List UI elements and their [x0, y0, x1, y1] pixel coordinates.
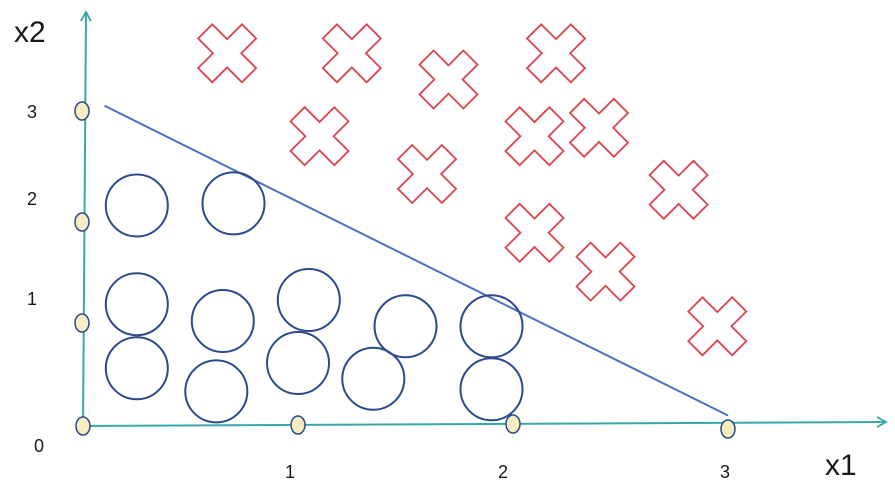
cross-point — [648, 159, 709, 221]
circle-class-group — [104, 171, 524, 424]
tick-marker — [720, 419, 736, 439]
y-axis-title: x2 — [14, 16, 46, 49]
x-tick-label-3: 3 — [720, 462, 730, 482]
circle-point — [104, 272, 169, 337]
cross-class-group — [196, 23, 748, 357]
origin-label: 0 — [34, 436, 44, 456]
x-axis — [79, 416, 888, 428]
circle-point — [341, 346, 406, 411]
cross-point — [196, 23, 258, 84]
tick-marker — [290, 415, 306, 435]
tick-marker — [74, 313, 90, 333]
cross-point — [321, 23, 383, 84]
cross-point — [525, 23, 587, 84]
cross-point — [504, 202, 565, 264]
circle-point — [459, 357, 524, 422]
cross-point — [575, 241, 636, 302]
y-tick-label-3: 3 — [27, 102, 37, 122]
tick-markers — [74, 101, 736, 439]
circle-point — [201, 171, 266, 236]
tick-marker — [75, 416, 91, 436]
decision-boundary-line — [104, 104, 729, 417]
tick-marker — [505, 414, 521, 434]
circle-point — [373, 294, 438, 359]
x-tick-label-1: 1 — [285, 462, 295, 482]
circle-point — [104, 336, 169, 401]
circle-point — [459, 294, 524, 359]
tick-marker — [74, 212, 90, 232]
cross-point — [687, 296, 748, 357]
circle-point — [276, 268, 341, 332]
circle-point — [184, 359, 249, 424]
cross-point — [396, 143, 458, 205]
x-tick-label-2: 2 — [498, 462, 508, 482]
tick-marker — [74, 101, 90, 121]
circle-point — [266, 331, 330, 395]
y-tick-label-1: 1 — [27, 289, 37, 309]
x-axis-title: x1 — [825, 449, 857, 482]
circle-point — [190, 289, 255, 353]
cross-point — [289, 105, 350, 167]
cross-point — [418, 49, 479, 110]
cross-point — [568, 97, 630, 159]
y-tick-label-2: 2 — [27, 189, 37, 209]
circle-point — [104, 173, 169, 238]
cross-point — [504, 105, 565, 167]
